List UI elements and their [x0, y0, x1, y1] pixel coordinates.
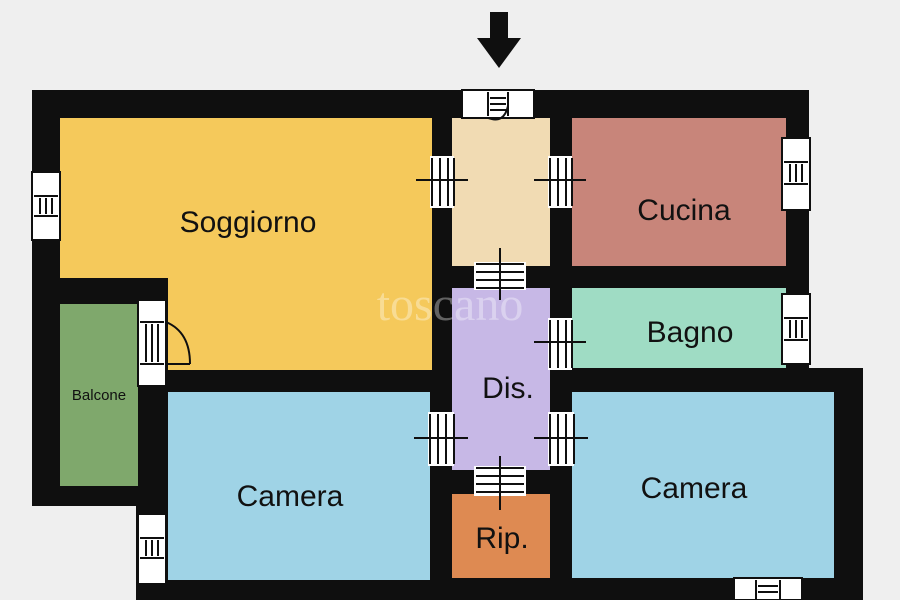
room-bagno	[572, 288, 786, 368]
label-rip: Rip.	[475, 522, 528, 555]
label-soggiorno: Soggiorno	[180, 206, 317, 239]
window-bottom-camera	[733, 577, 803, 600]
door-dis-rip	[474, 456, 526, 510]
label-camera-left: Camera	[237, 480, 344, 513]
window-left-camera	[137, 513, 167, 585]
window-right-bagno	[781, 293, 811, 365]
room-ingresso	[452, 118, 550, 266]
balcony-door	[137, 299, 191, 387]
label-bagno: Bagno	[647, 316, 734, 349]
label-dis: Dis.	[482, 372, 534, 405]
room-camera-left	[168, 392, 430, 580]
label-cucina: Cucina	[637, 194, 731, 227]
window-left-soggiorno	[31, 171, 61, 241]
room-soggiorno-lower	[168, 270, 432, 370]
door-soggiorno-ingresso	[416, 156, 468, 208]
room-dis	[452, 288, 550, 470]
door-dis-bagno	[534, 318, 586, 370]
door-ingresso-cucina	[534, 156, 586, 208]
room-balcone	[60, 304, 138, 486]
label-camera-right: Camera	[641, 472, 748, 505]
watermark: toscano	[377, 278, 524, 331]
door-ingresso-dis	[474, 248, 526, 300]
room-soggiorno	[60, 118, 432, 278]
label-balcone: Balcone	[72, 387, 126, 404]
door-dis-camera-right	[534, 412, 588, 466]
room-cucina	[572, 118, 786, 266]
door-dis-camera-left	[414, 412, 468, 466]
room-camera-right	[572, 392, 834, 578]
window-top-entrance	[461, 89, 535, 121]
window-right-cucina	[781, 137, 811, 211]
arrow-down-icon	[477, 12, 521, 68]
